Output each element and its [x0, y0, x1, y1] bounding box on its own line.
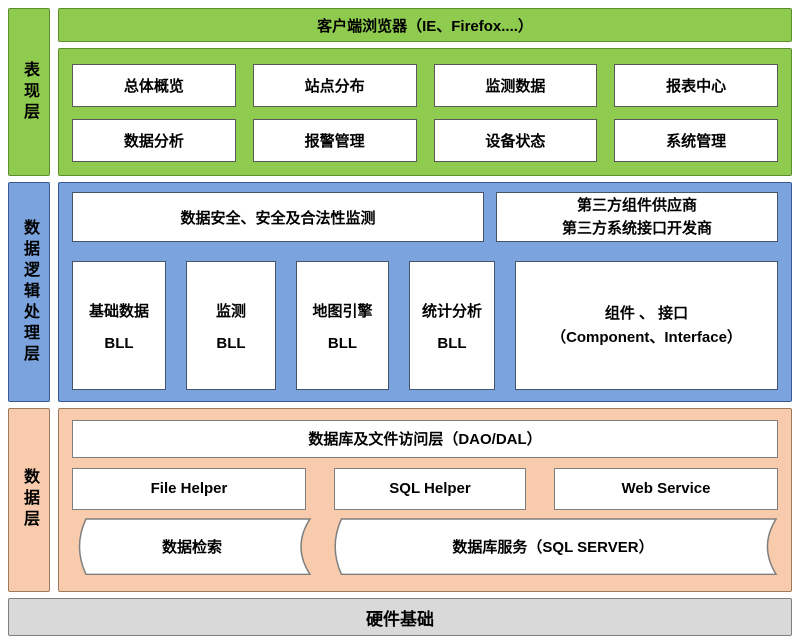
- bll-monitoring-title: 监测: [215, 302, 246, 320]
- presentation-layer-label: 表现层: [21, 60, 38, 124]
- bll-basic-data-box: 基础数据 BLL: [72, 261, 166, 390]
- helper-row: File Helper SQL Helper Web Service: [72, 467, 778, 510]
- module-overview-box: 总体概览: [72, 64, 236, 108]
- client-browser-bar: 客户端浏览器（IE、Firefox....）: [58, 8, 792, 42]
- logic-layer-content: 数据安全、安全及合法性监测 第三方组件供应商 第三方系统接口开发商 基础数据 B…: [58, 182, 792, 402]
- data-panel: 数据库及文件访问层（DAO/DAL） File Helper SQL Helpe…: [58, 407, 792, 592]
- data-retrieval-label: 数据检索: [161, 538, 222, 556]
- stored-data-shape-icon: [72, 518, 312, 575]
- presentation-layer-band: 表现层: [8, 8, 50, 177]
- sql-helper-box: SQL Helper: [334, 467, 526, 510]
- data-security-box: 数据安全、安全及合法性监测: [72, 192, 484, 243]
- module-report-center-box: 报表中心: [614, 64, 778, 108]
- component-interface-line1: 组件 、 接口: [604, 305, 689, 323]
- bll-map-engine-sub: BLL: [327, 334, 358, 352]
- database-service-store: 数据库服务（SQL SERVER）: [328, 518, 778, 575]
- presentation-layer-content: 客户端浏览器（IE、Firefox....） 总体概览 站点分布 监测数据 报表…: [58, 8, 792, 177]
- store-row: 数据检索 数据库服务（SQL SERVER）: [72, 518, 778, 575]
- bll-statistics-box: 统计分析 BLL: [409, 261, 495, 390]
- bll-map-engine-box: 地图引擎 BLL: [296, 261, 389, 390]
- presentation-layer: 表现层 客户端浏览器（IE、Firefox....） 总体概览 站点分布 监测数…: [8, 8, 792, 177]
- bll-basic-data-title: 基础数据: [88, 302, 149, 320]
- web-service-box: Web Service: [554, 467, 778, 510]
- stored-data-shape-icon: [328, 518, 778, 575]
- third-party-line2: 第三方系统接口开发商: [561, 220, 712, 238]
- data-layer-label: 数据层: [21, 468, 38, 532]
- logic-layer: 数据逻辑处理层 数据安全、安全及合法性监测 第三方组件供应商 第三方系统接口开发…: [8, 182, 792, 402]
- hardware-foundation-label: 硬件基础: [366, 609, 434, 629]
- data-layer-content: 数据库及文件访问层（DAO/DAL） File Helper SQL Helpe…: [58, 407, 792, 592]
- bll-monitoring-sub: BLL: [216, 334, 246, 352]
- module-system-management-box: 系统管理: [614, 119, 778, 163]
- client-browser-label: 客户端浏览器（IE、Firefox....）: [317, 17, 533, 35]
- module-monitoring-data-box: 监测数据: [433, 64, 598, 108]
- dao-dal-box: 数据库及文件访问层（DAO/DAL）: [72, 419, 778, 458]
- logic-bll-row: 基础数据 BLL 监测 BLL 地图引擎 BLL 统计分析: [72, 261, 778, 390]
- module-alarm-management-box: 报警管理: [252, 119, 417, 163]
- database-service-label: 数据库服务（SQL SERVER）: [452, 538, 654, 556]
- data-layer: 数据层 数据库及文件访问层（DAO/DAL） File Helper SQL H…: [8, 407, 792, 592]
- third-party-box: 第三方组件供应商 第三方系统接口开发商: [496, 192, 778, 243]
- logic-layer-label: 数据逻辑处理层: [21, 218, 38, 366]
- logic-layer-band: 数据逻辑处理层: [8, 182, 50, 402]
- module-device-status-box: 设备状态: [433, 119, 598, 163]
- bll-statistics-sub: BLL: [437, 334, 467, 352]
- third-party-line1: 第三方组件供应商: [576, 197, 697, 215]
- module-site-distribution-box: 站点分布: [252, 64, 417, 108]
- presentation-modules-panel: 总体概览 站点分布 监测数据 报表中心 数据分析 报警管理 设备状态 系统管理: [58, 48, 792, 177]
- bll-map-engine-title: 地图引擎: [312, 302, 373, 320]
- data-layer-band: 数据层: [8, 407, 50, 592]
- data-retrieval-store: 数据检索: [72, 518, 312, 575]
- hardware-foundation-bar: 硬件基础: [8, 598, 792, 636]
- component-interface-line2: （Component、Interface）: [551, 328, 742, 346]
- bll-basic-data-sub: BLL: [104, 334, 134, 352]
- bll-monitoring-box: 监测 BLL: [186, 261, 276, 390]
- component-interface-box: 组件 、 接口 （Component、Interface）: [515, 261, 778, 390]
- logic-panel: 数据安全、安全及合法性监测 第三方组件供应商 第三方系统接口开发商 基础数据 B…: [58, 182, 792, 402]
- file-helper-box: File Helper: [72, 467, 306, 510]
- bll-statistics-title: 统计分析: [421, 302, 482, 320]
- logic-top-row: 数据安全、安全及合法性监测 第三方组件供应商 第三方系统接口开发商: [72, 192, 778, 243]
- module-data-analysis-box: 数据分析: [72, 119, 236, 163]
